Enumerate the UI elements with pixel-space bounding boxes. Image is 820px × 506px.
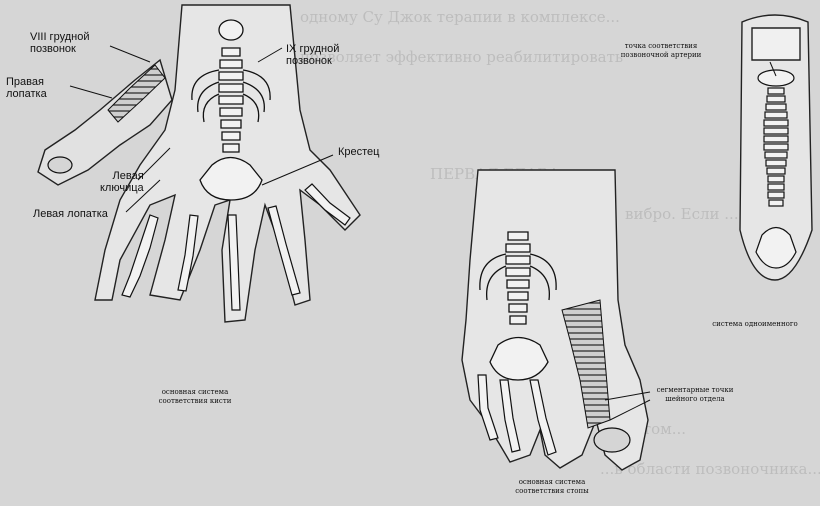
label-left-scapula: Левая лопатка	[33, 208, 108, 220]
label-right-scapula: Правая лопатка	[6, 76, 47, 100]
label-sacrum: Крестец	[338, 146, 379, 158]
caption-foot: основная система соответствия стопы	[492, 478, 612, 496]
label-viii-thoracic: VIII грудной позвонок	[30, 31, 89, 55]
label-ix-thoracic: IX грудной позвонок	[286, 43, 339, 67]
caption-finger: система одноименного	[690, 320, 820, 329]
caption-hand: основная система соответствия кисти	[135, 388, 255, 406]
label-cervical-points: сегментарные точки шейного отдела	[650, 386, 740, 404]
label-vertebral-artery: точка соответствия позвоночной артерии	[596, 42, 726, 60]
label-left-clavicle: Левая ключица	[100, 170, 144, 194]
